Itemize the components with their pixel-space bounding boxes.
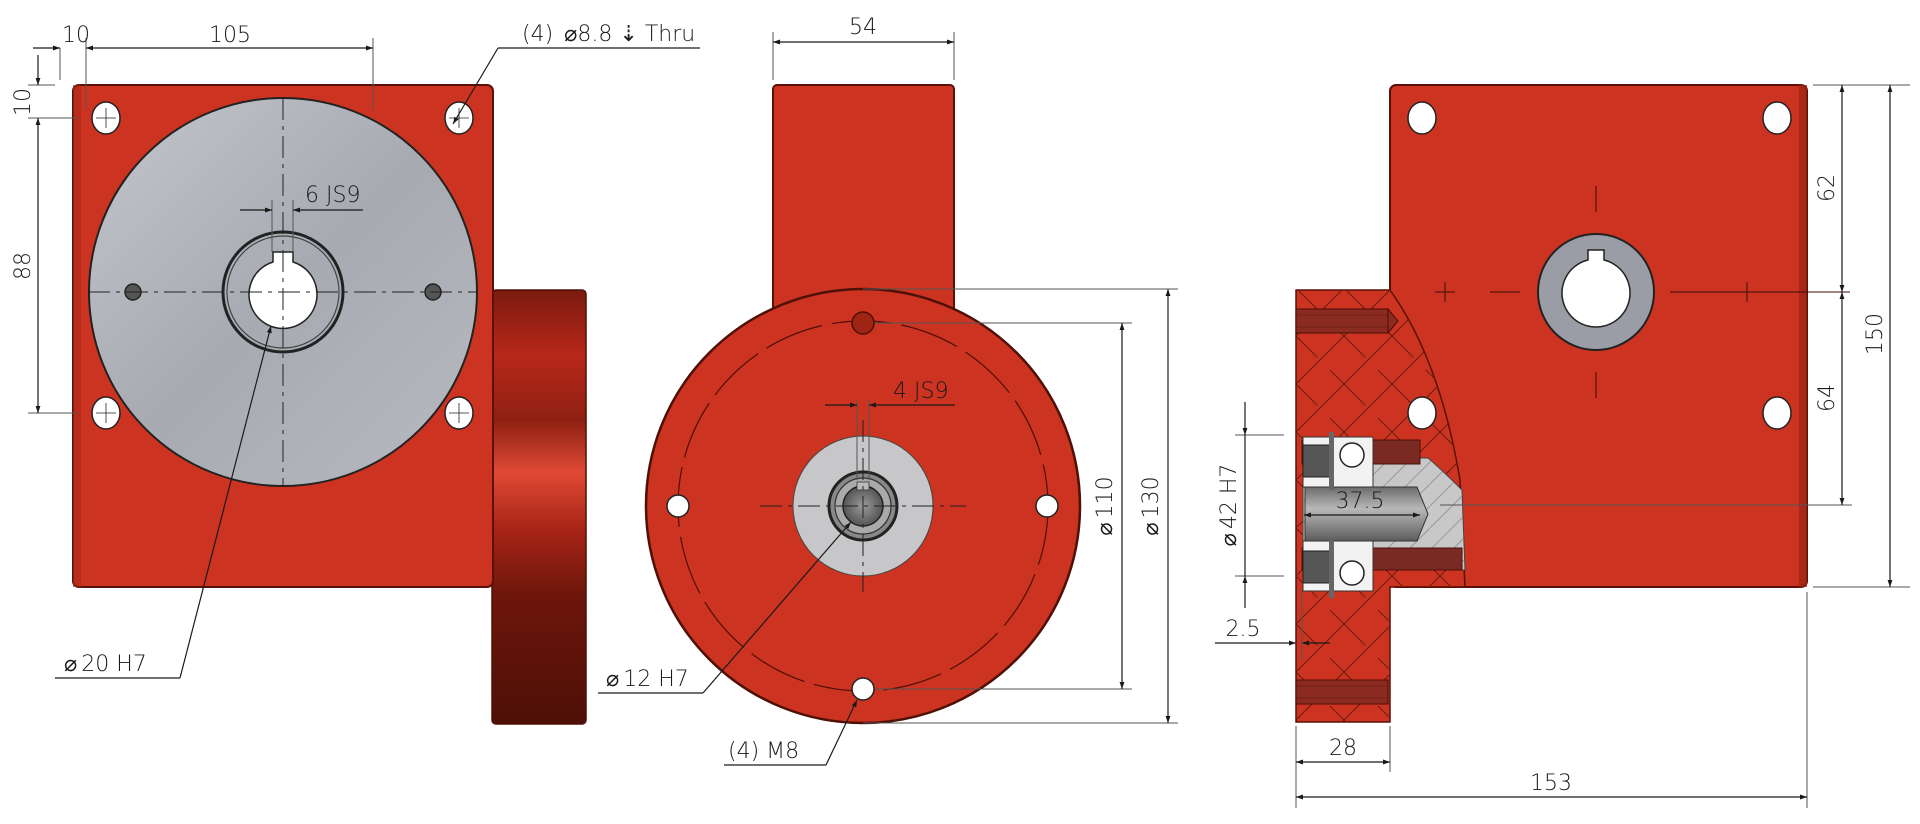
tapped-hole-top <box>851 311 875 335</box>
rear-hole-tl <box>1407 101 1437 135</box>
section-view: 62 64 150 ⌀42 H7 37.5 2.5 28 153 <box>1215 84 1910 808</box>
tapped-hole-bottom <box>851 677 875 701</box>
dim-bore-12h7: ⌀12 H7 <box>606 667 689 692</box>
bearing-upper <box>1302 432 1374 490</box>
threaded-hole-lower <box>1295 679 1389 705</box>
callout-mount-holes: (4) ⌀8.8 ⇣ Thru <box>522 22 695 47</box>
threaded-hole-upper <box>1295 308 1389 334</box>
dim-dia-110: ⌀110 <box>1093 476 1118 535</box>
rear-hole-tr <box>1762 101 1792 135</box>
rear-bore-keyway <box>1561 249 1631 328</box>
dim-dia-42h7: ⌀42 H7 <box>1217 464 1242 547</box>
bearing-lower <box>1302 540 1374 598</box>
tapped-hole-left <box>666 494 690 518</box>
tapped-hole-right <box>1035 494 1059 518</box>
front-view: 10 105 10 88 (4) ⌀8.8 ⇣ Thru 6 JS9 ⌀20 H… <box>11 22 700 725</box>
side-view: 54 4 JS9 ⌀110 ⌀130 ⌀12 H7 (4) M8 <box>598 15 1178 766</box>
dim-10-vertical: 10 <box>11 88 36 116</box>
callout-m8: (4) M8 <box>728 739 799 764</box>
dim-153: 153 <box>1530 771 1572 796</box>
rear-hole-br <box>1762 396 1792 430</box>
dim-64: 64 <box>1815 384 1840 412</box>
dim-54: 54 <box>849 15 877 40</box>
dim-10-horizontal: 10 <box>62 23 90 48</box>
dim-105: 105 <box>209 23 251 48</box>
dim-28: 28 <box>1329 736 1357 761</box>
output-flange-edge <box>491 289 587 725</box>
dim-62: 62 <box>1815 174 1840 202</box>
dim-88: 88 <box>11 252 36 280</box>
dim-2-5: 2.5 <box>1226 617 1261 642</box>
dim-bore-20h7: ⌀20 H7 <box>64 652 147 677</box>
dim-keyway-6js9: 6 JS9 <box>305 183 360 208</box>
dim-dia-130: ⌀130 <box>1139 476 1164 535</box>
dim-37-5: 37.5 <box>1336 489 1385 514</box>
dim-keyway-4js9: 4 JS9 <box>893 379 948 404</box>
rear-hole-bl <box>1407 396 1437 430</box>
dim-150: 150 <box>1863 313 1888 355</box>
